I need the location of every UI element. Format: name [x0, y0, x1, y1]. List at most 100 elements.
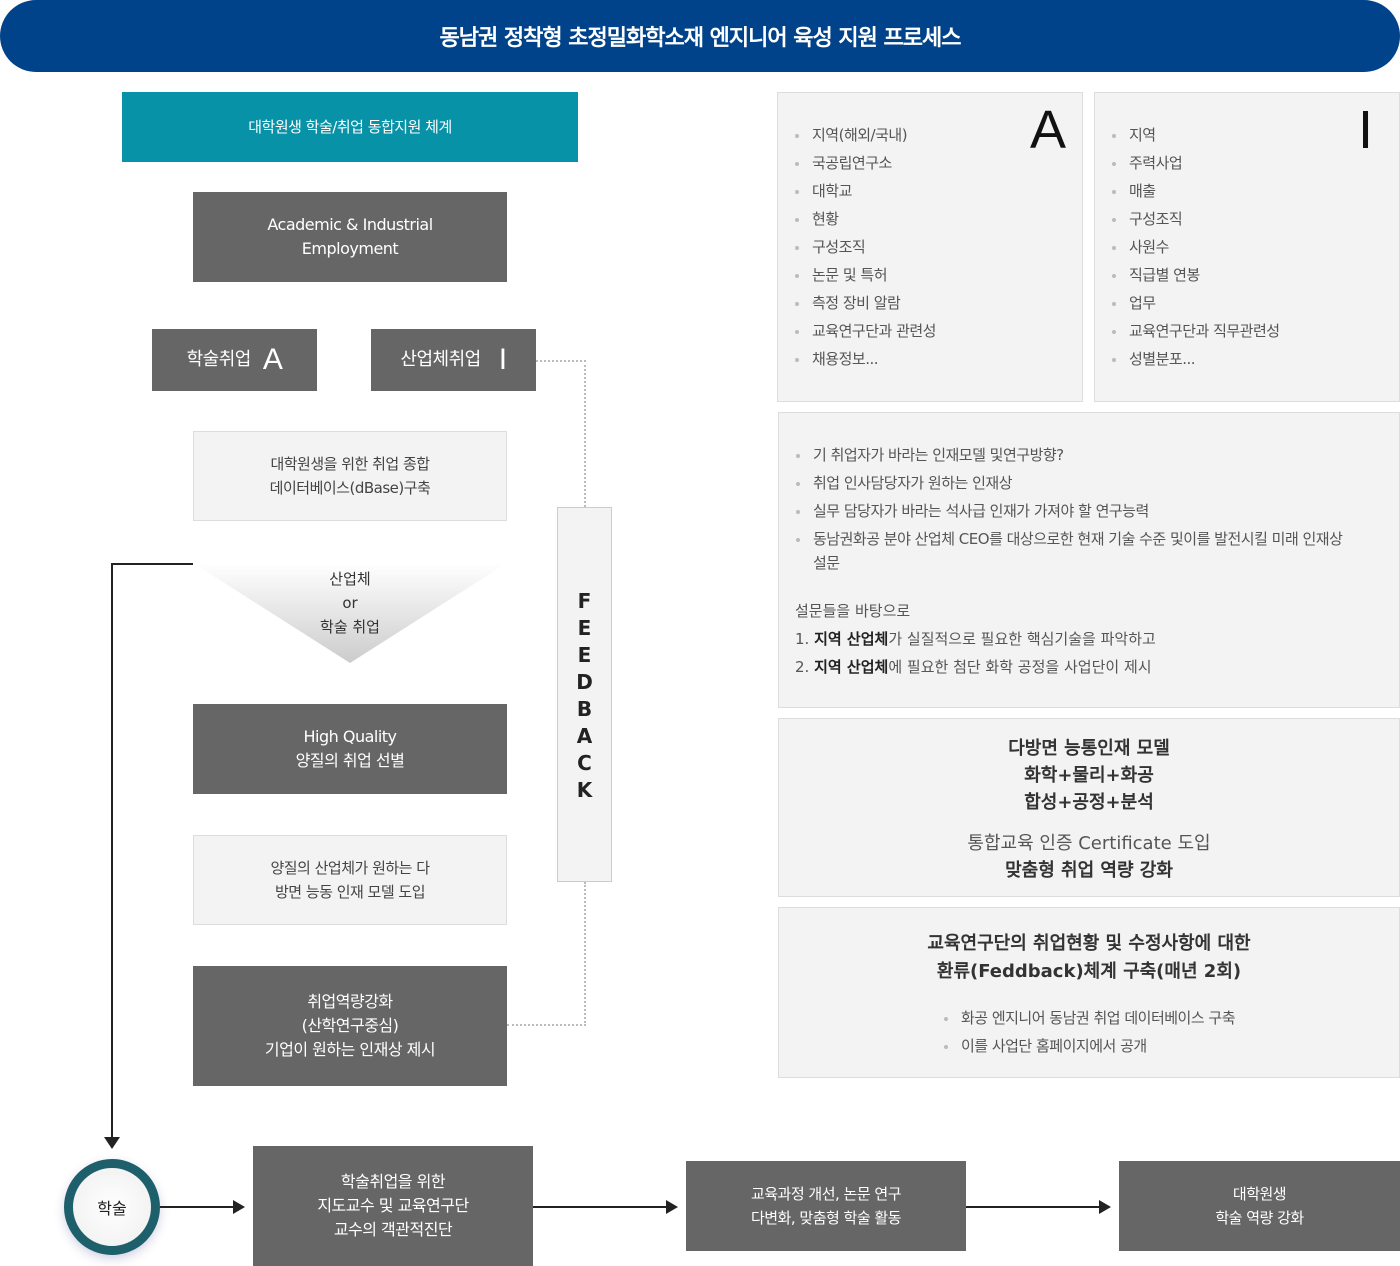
feedback-letter: F — [577, 589, 592, 613]
feedback-title: 교육연구단의 취업현황 및 수정사항에 대한 — [927, 933, 1251, 954]
panel-letter-a: A — [1029, 100, 1066, 160]
list-item: 사원수 — [1111, 233, 1399, 261]
list-item: 교육연구단과 직무관련성 — [1111, 317, 1399, 345]
list-item: 채용정보... — [794, 345, 1082, 373]
employment-line: Employment — [301, 239, 399, 258]
hq-line: 양질의 취업 선별 — [295, 751, 405, 770]
strengthen-line: 취업역량강화 — [307, 992, 393, 1011]
talent-model-panel: 다방면 능통인재 모델 화학+물리+화공 합성+공정+분석 통합교육 인증 Ce… — [778, 718, 1400, 897]
step-line: 지도교수 및 교육연구단 — [317, 1196, 469, 1215]
step-line: 학술 역량 강화 — [1215, 1209, 1304, 1227]
list-item: 이를 사업단 홈페이지에서 공개 — [943, 1032, 1235, 1060]
dbase-line: 대학원생을 위한 취업 종합 — [270, 455, 430, 473]
step-line: 다변화, 맞춤형 학술 활동 — [750, 1209, 902, 1227]
industry-employment-button[interactable]: 산업체취업 I — [371, 329, 536, 391]
high-quality-box: High Quality 양질의 취업 선별 — [193, 704, 507, 794]
decision-text: 산업체 or 학술 취업 — [193, 567, 507, 639]
arrow-right-icon — [666, 1200, 678, 1214]
panel-letter-i: I — [1357, 100, 1373, 160]
decision-line: 학술 취업 — [320, 618, 380, 636]
model-line: 양질의 산업체가 원하는 다 — [270, 859, 430, 877]
feedback-system-panel: 교육연구단의 취업현황 및 수정사항에 대한 환류(Feddback)체계 구축… — [778, 907, 1400, 1078]
strengthen-line: (산학연구중심) — [301, 1016, 399, 1035]
certificate-line: 통합교육 인증 Certificate 도입 — [967, 833, 1211, 854]
step-rest: 에 필요한 첨단 화학 공정을 사업단이 제시 — [888, 658, 1152, 676]
feedback-letter: K — [576, 778, 593, 802]
academic-letter: A — [262, 343, 283, 376]
model-line: 방면 능동 인재 모델 도입 — [274, 883, 426, 901]
decision-triangle — [193, 563, 507, 663]
survey-step: 2. 지역 산업체에 필요한 첨단 화학 공정을 사업단이 제시 — [795, 653, 1359, 681]
decision-line: 산업체 — [329, 570, 371, 588]
flow-line — [111, 563, 193, 565]
feedback-connector-top — [536, 360, 586, 507]
feedback-connector-bottom — [507, 882, 586, 1026]
list-item: 성별분포... — [1111, 345, 1399, 373]
arrow-right-icon — [1099, 1200, 1111, 1214]
academic-circle: 학술 — [64, 1159, 160, 1255]
hq-line: High Quality — [303, 727, 397, 746]
feedback-letter: E — [577, 643, 592, 667]
model-line: 합성+공정+분석 — [1024, 792, 1154, 813]
industry-label: 산업체취업 — [400, 349, 481, 370]
feedback-letter: B — [576, 697, 593, 721]
model-line: 다방면 능통인재 모델 — [1008, 738, 1170, 759]
flow-line — [160, 1206, 240, 1208]
decision-line: or — [342, 594, 358, 612]
list-item: 주력사업 — [1111, 149, 1399, 177]
list-item: 동남권화공 분야 산업체 CEO를 대상으로한 현재 기술 수준 및이를 발전시… — [795, 525, 1359, 575]
strengthen-box: 취업역량강화 (산학연구중심) 기업이 원하는 인재상 제시 — [193, 966, 507, 1086]
dbase-line: 데이터베이스(dBase)구축 — [269, 479, 431, 497]
list-item: 현황 — [794, 205, 1082, 233]
arrow-right-icon — [233, 1200, 245, 1214]
list-item: 취업 인사담당자가 원하는 인재상 — [795, 469, 1359, 497]
employment-line: Academic & Industrial — [267, 215, 433, 234]
step-rest: 가 실질적으로 필요한 핵심기술을 파악하고 — [888, 630, 1156, 648]
survey-intro: 설문들을 바탕으로 — [795, 602, 911, 620]
page-title: 동남권 정착형 초정밀화학소재 엔지니어 육성 지원 프로세스 — [0, 0, 1400, 72]
academic-employment-button[interactable]: 학술취업 A — [152, 329, 317, 391]
strengthen-line: 기업이 원하는 인재상 제시 — [264, 1040, 436, 1059]
industry-letter: I — [498, 343, 507, 376]
feedback-letter: E — [577, 616, 592, 640]
survey-step: 1. 지역 산업체가 실질적으로 필요한 핵심기술을 파악하고 — [795, 625, 1359, 653]
list-item: 논문 및 특허 — [794, 261, 1082, 289]
step-num: 1. — [795, 630, 810, 648]
strength-line: 맞춤형 취업 역량 강화 — [1005, 860, 1173, 881]
list-item: 측정 장비 알람 — [794, 289, 1082, 317]
step-line: 학술취업을 위한 — [340, 1172, 446, 1191]
list-item: 매출 — [1111, 177, 1399, 205]
feedback-title: 환류(Feddback)체계 구축(매년 2회) — [936, 961, 1242, 982]
list-item: 직급별 연봉 — [1111, 261, 1399, 289]
flow-line — [966, 1206, 1106, 1208]
step-line: 교육과정 개선, 논문 연구 — [750, 1185, 902, 1203]
list-item: 화공 엔지니어 동남권 취업 데이터베이스 구축 — [943, 1004, 1236, 1032]
academic-label: 학술취업 — [186, 349, 252, 370]
flow-line — [111, 563, 113, 1139]
list-item: 지역(해외/국내) — [794, 121, 1082, 149]
support-system-header: 대학원생 학술/취업 동합지원 체계 — [122, 92, 578, 162]
list-item: 구성조직 — [1111, 205, 1399, 233]
step-line: 교수의 객관적진단 — [333, 1220, 453, 1239]
feedback-letter: C — [577, 751, 592, 775]
list-item: 기 취업자가 바라는 인재모델 및연구방향? — [795, 441, 1359, 469]
step-bold: 지역 산업체 — [814, 658, 889, 676]
step-num: 2. — [795, 658, 810, 676]
arrow-down-icon — [104, 1137, 120, 1149]
list-item: 구성조직 — [794, 233, 1082, 261]
model-line: 화학+물리+화공 — [1024, 765, 1154, 786]
list-item: 업무 — [1111, 289, 1399, 317]
flow-line — [533, 1206, 673, 1208]
list-item: 지역 — [1111, 121, 1399, 149]
feedback-letter: D — [576, 670, 593, 694]
